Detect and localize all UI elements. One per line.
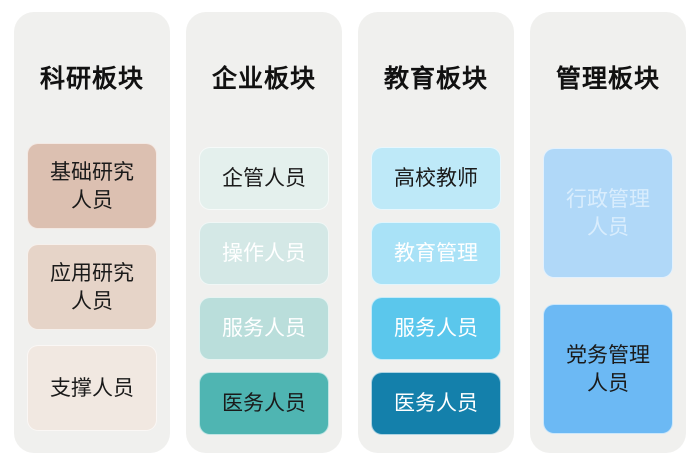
- panel-enterprise: 企业板块 企管人员 操作人员 服务人员 医务人员: [186, 12, 342, 453]
- card-service-staff-education: 服务人员: [371, 297, 501, 360]
- panel-education: 教育板块 高校教师 教育管理 服务人员 医务人员: [358, 12, 514, 453]
- card-medical-staff-enterprise: 医务人员: [199, 372, 329, 435]
- card-support-staff: 支撑人员: [27, 345, 157, 431]
- panel-education-title: 教育板块: [383, 64, 488, 93]
- card-party-affairs-management-staff: 党务管理 人员: [543, 304, 673, 434]
- panel-management-title: 管理板块: [555, 64, 660, 93]
- card-basic-research-staff: 基础研究 人员: [27, 143, 157, 229]
- panel-management-cards: 行政管理 人员 党务管理 人员: [543, 148, 673, 434]
- card-education-management: 教育管理: [371, 222, 501, 285]
- card-applied-research-staff: 应用研究 人员: [27, 244, 157, 330]
- panel-enterprise-title: 企业板块: [211, 64, 316, 93]
- card-medical-staff-education: 医务人员: [371, 372, 501, 435]
- card-university-teacher: 高校教师: [371, 147, 501, 210]
- panel-research: 科研板块 基础研究 人员 应用研究 人员 支撑人员: [14, 12, 170, 453]
- panel-management: 管理板块 行政管理 人员 党务管理 人员: [530, 12, 686, 453]
- panel-research-cards: 基础研究 人员 应用研究 人员 支撑人员: [27, 143, 157, 431]
- panel-enterprise-cards: 企管人员 操作人员 服务人员 医务人员: [199, 147, 329, 435]
- card-administrative-management-staff: 行政管理 人员: [543, 148, 673, 278]
- card-service-staff-enterprise: 服务人员: [199, 297, 329, 360]
- panel-education-cards: 高校教师 教育管理 服务人员 医务人员: [371, 147, 501, 435]
- card-enterprise-management-staff: 企管人员: [199, 147, 329, 210]
- card-operation-staff: 操作人员: [199, 222, 329, 285]
- panel-research-title: 科研板块: [39, 64, 144, 93]
